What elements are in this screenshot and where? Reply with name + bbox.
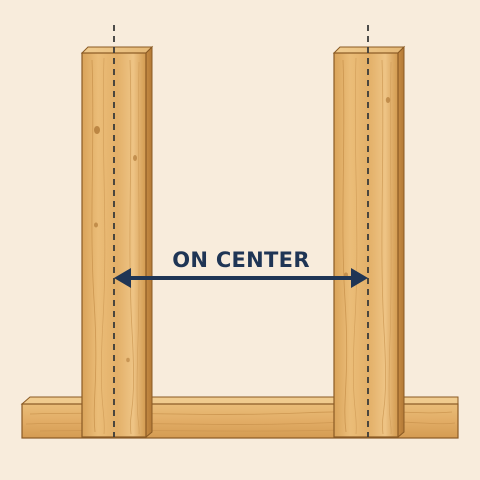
arrowhead-right-icon — [351, 268, 368, 288]
left-stud — [80, 45, 154, 439]
on-center-dimension-arrow — [114, 268, 368, 288]
arrowhead-left-icon — [114, 268, 131, 288]
on-center-label: ON CENTER — [172, 248, 310, 272]
right-stud — [332, 45, 406, 439]
